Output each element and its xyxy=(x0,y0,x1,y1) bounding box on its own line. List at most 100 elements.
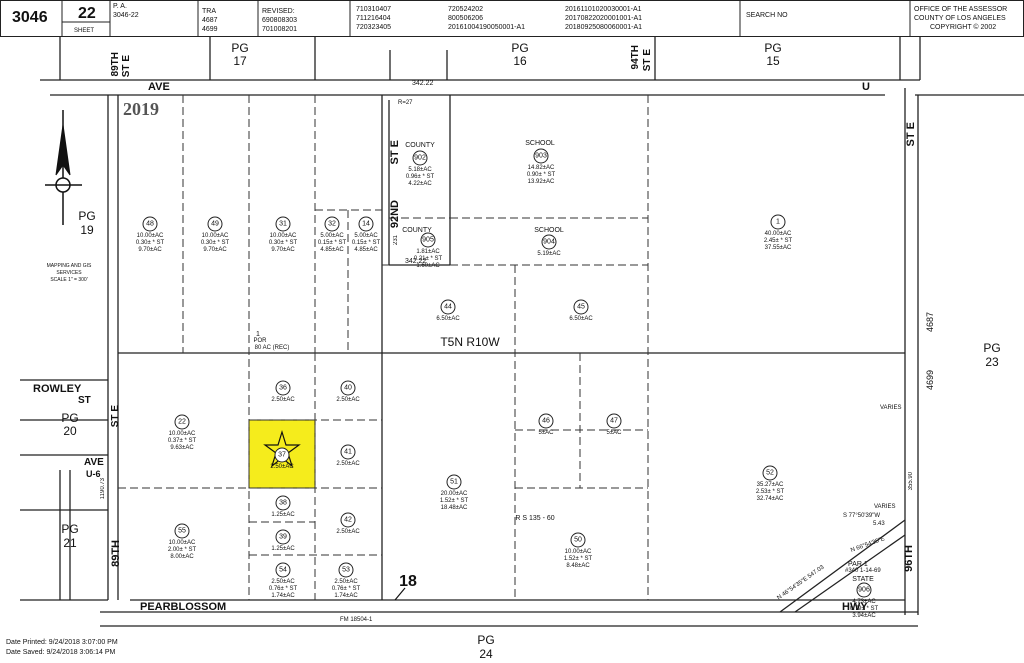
parcel-acreage: 0.21± * ST xyxy=(413,256,443,262)
parcel-number[interactable]: 904 xyxy=(541,234,557,250)
street-89th-top-e: ST E xyxy=(121,55,132,78)
parcel-number[interactable]: 49 xyxy=(207,216,223,232)
parcel-number[interactable]: 46 xyxy=(538,413,554,429)
revision-number: 711216404 xyxy=(356,15,391,22)
street-94th-top-e: ST E xyxy=(642,49,653,72)
parcel-acreage: 10.00±AC xyxy=(269,233,297,239)
parcel-acreage: 2.00± * ST xyxy=(167,547,197,553)
parcel-number[interactable]: 44 xyxy=(440,299,456,315)
parcel-number[interactable]: 903 xyxy=(533,148,549,164)
dimension-label: 342.22 xyxy=(412,80,434,87)
page-ref-17: PG xyxy=(231,41,249,55)
map-year: 2019 xyxy=(123,99,159,119)
par1-label: PAR 1 xyxy=(848,561,868,568)
parcel-number[interactable]: 40 xyxy=(340,380,356,396)
dimension-label: 355.90 xyxy=(908,472,914,491)
parcel-number[interactable]: 52 xyxy=(762,465,778,481)
parcel-acreage: 5±AC xyxy=(538,430,554,436)
parcel-acreage: 10.00±AC xyxy=(168,431,196,437)
parcel-acreage: 0.76± * ST xyxy=(268,586,298,592)
street-89th-top: 89TH xyxy=(110,52,121,77)
parcel-number[interactable]: 32 xyxy=(324,216,340,232)
parcel-number[interactable]: 48 xyxy=(142,216,158,232)
parcel-acreage: 1.25±AC xyxy=(271,546,295,552)
page-ref-15: PG xyxy=(764,41,782,55)
parcel-number[interactable]: 37 xyxy=(274,447,290,463)
revision-number: 20180925080060001-A1 xyxy=(565,24,643,31)
map-header: 3046 22 SHEET P. A. 3046-22 TRA 4687 469… xyxy=(0,0,1024,40)
street-92nd-label: 92ND xyxy=(389,200,401,229)
parcel-acreage: 6.50±AC xyxy=(436,316,460,322)
revision-number: 720524202 xyxy=(448,6,484,13)
parcel-acreage: 0.15± * ST xyxy=(351,240,381,246)
parcel-acreage: 2.50±AC xyxy=(336,461,360,467)
parcel-acreage: 2.50±AC xyxy=(336,529,360,535)
parcel-acreage: 2.45± * ST xyxy=(763,238,793,244)
street-92nd-e-label: ST E xyxy=(389,140,401,165)
revision-number: 20161004190050001-A1 xyxy=(448,24,526,31)
parcel-number[interactable]: 41 xyxy=(340,444,356,460)
parcel-acreage: 8.00±AC xyxy=(170,554,194,560)
parcel-number[interactable]: 51 xyxy=(446,474,462,490)
street-96th-label: 96TH xyxy=(903,545,915,572)
parcel-acreage: 5.00±AC xyxy=(354,233,378,239)
mapping-services-line: SERVICES xyxy=(56,270,82,276)
parcel-number[interactable]: 38 xyxy=(275,495,291,511)
parcel-number[interactable]: 47 xyxy=(606,413,622,429)
parcel-acreage: 8.48±AC xyxy=(566,563,590,569)
parcel-number[interactable]: 54 xyxy=(275,562,291,578)
parcel-number[interactable]: 55 xyxy=(174,523,190,539)
dimension-label: 342.22 xyxy=(405,258,427,265)
street-u-label: U xyxy=(862,81,870,93)
parcel-acreage: 10.00±AC xyxy=(564,549,592,555)
parcel-number[interactable]: 1 xyxy=(770,214,786,230)
street-u6-label: U-6 xyxy=(86,469,101,479)
parcel-acreage: 5±AC xyxy=(606,430,622,436)
dimension-label: 1190.73 xyxy=(100,478,106,500)
county-label: COUNTY xyxy=(402,227,432,234)
school-label: SCHOOL xyxy=(534,227,564,234)
parcel-acreage: 1.25±AC xyxy=(271,512,295,518)
bearing-label: S 77°50'39"W xyxy=(843,513,881,519)
revision-number: 710310407 xyxy=(356,6,392,13)
parcel-number[interactable]: 45 xyxy=(573,299,589,315)
parcel-number[interactable]: 50 xyxy=(570,532,586,548)
page-ref-24: PG xyxy=(477,633,495,647)
parcel-number[interactable]: 39 xyxy=(275,529,291,545)
parcel-number[interactable]: 31 xyxy=(275,216,291,232)
parcel-number[interactable]: 906 xyxy=(856,582,872,598)
parcel-number[interactable]: 905 xyxy=(420,232,436,248)
street-rowley-st-label: ST xyxy=(78,395,91,406)
road-lines xyxy=(20,36,1024,627)
page-ref-17-num: 17 xyxy=(233,54,247,68)
parcel-acreage: 18.48±AC xyxy=(440,505,468,511)
dimension-label: 231 xyxy=(393,235,399,246)
parcel-acreage: 0.90± * ST xyxy=(526,172,556,178)
date-printed: Date Printed: 9/24/2018 3:07:00 PM xyxy=(6,639,118,646)
parcel-number[interactable]: 14 xyxy=(358,216,374,232)
parcel-acreage: 0.79± * ST xyxy=(849,606,879,612)
parcel-number[interactable]: 36 xyxy=(275,380,291,396)
bearing-distance: 5.43 xyxy=(873,521,885,527)
parcel-acreage: 0.30± * ST xyxy=(135,240,165,246)
parcel-number[interactable]: 53 xyxy=(338,562,354,578)
parcel-acreage: 0.30± * ST xyxy=(200,240,230,246)
parcel-number[interactable]: 22 xyxy=(174,414,190,430)
revision-number: 800506206 xyxy=(448,15,484,22)
tra-value: 4699 xyxy=(202,26,218,33)
page-ref-20: PG xyxy=(61,411,79,425)
parcel-number[interactable]: 42 xyxy=(340,512,356,528)
parcel-acreage: 1.74±AC xyxy=(334,593,358,599)
revised-value: 690808303 xyxy=(262,17,298,24)
parcel-acreage: 13.92±AC xyxy=(527,179,555,185)
revision-number: 20161101020030001-A1 xyxy=(565,6,642,13)
parcel-acreage: 2.50±AC xyxy=(334,579,358,585)
parcel-acreage: 14.82±AC xyxy=(527,165,555,171)
parcel-number[interactable]: 902 xyxy=(412,150,428,166)
parcel-acreage: 20.00±AC xyxy=(440,491,468,497)
parcel-acreage: 2.50±AC xyxy=(336,397,360,403)
parcel-acreage: 1.52± * ST xyxy=(439,498,469,504)
parcel-acreage: 37.55±AC xyxy=(764,245,792,251)
street-st-e-left: ST E xyxy=(110,405,121,428)
